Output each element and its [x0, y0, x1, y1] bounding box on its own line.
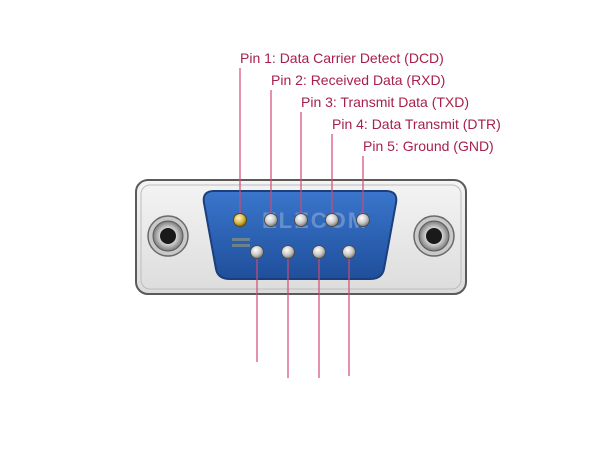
leader-lines	[239, 68, 364, 378]
pin-8	[312, 245, 326, 259]
pin-7	[281, 245, 295, 259]
pin-4	[325, 213, 339, 227]
pin-row-bottom	[250, 245, 356, 259]
elecom-watermark-logo: ELECOM	[232, 208, 368, 247]
left-screw-icon	[147, 215, 189, 257]
pin-2	[264, 213, 278, 227]
connector-face	[202, 190, 398, 280]
pin-9	[342, 245, 356, 259]
right-screw-icon	[413, 215, 455, 257]
pin4-label: Pin 4: Data Transmit (DTR)	[332, 116, 501, 132]
pin5-label: Pin 5: Ground (GND)	[363, 138, 494, 154]
pin-5	[356, 213, 370, 227]
pin3-label: Pin 3: Transmit Data (TXD)	[301, 94, 469, 110]
pin-3	[294, 213, 308, 227]
pin-1	[233, 213, 247, 227]
pin2-label: Pin 2: Received Data (RXD)	[271, 72, 445, 88]
pin-6	[250, 245, 264, 259]
watermark-text: ELECOM	[262, 208, 368, 233]
pin-row-top	[233, 213, 370, 227]
pin1-label: Pin 1: Data Carrier Detect (DCD)	[240, 50, 444, 66]
